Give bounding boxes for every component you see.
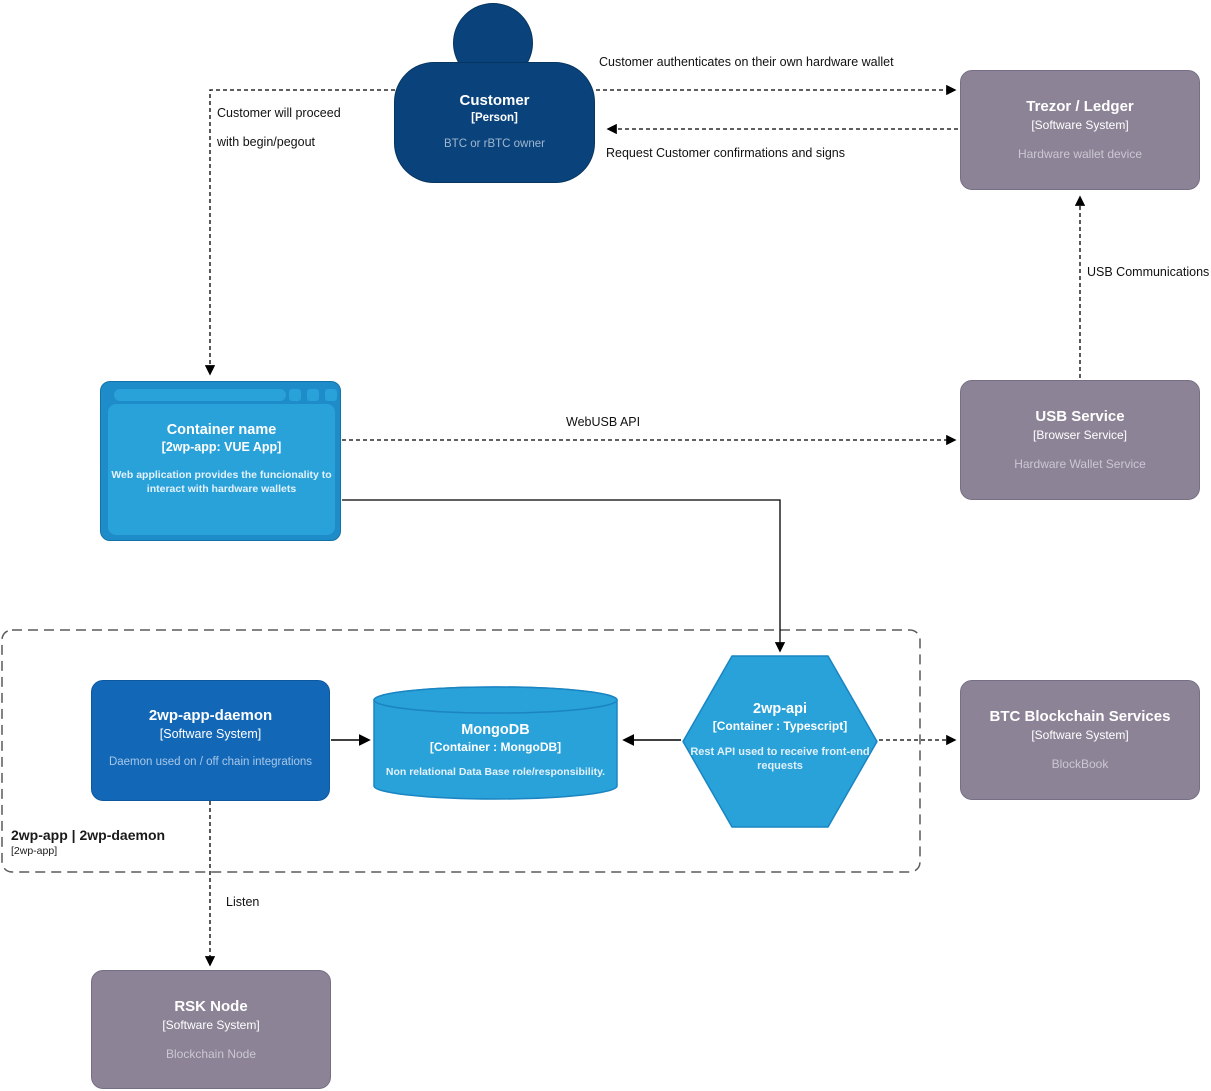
node-2wp-api: 2wp-api [Container : Typescript] Rest AP… <box>682 655 878 828</box>
node-type: [Container : MongoDB] <box>429 740 562 754</box>
edge-label-authenticate: Customer authenticates on their own hard… <box>599 55 894 69</box>
browser-window-button-icon <box>289 389 301 401</box>
node-description: Hardware wallet device <box>1017 147 1143 161</box>
node-description: Daemon used on / off chain integrations <box>108 756 313 768</box>
edge-label-request-confirm: Request Customer confirmations and signs <box>606 146 846 160</box>
node-2wp-app-daemon: 2wp-app-daemon [Software System] Daemon … <box>91 680 330 801</box>
node-description: Hardware Wallet Service <box>1014 457 1146 471</box>
node-description: Web application provides the funcionalit… <box>111 469 332 495</box>
edge-label-usb-communications: USB Communications <box>1087 265 1210 279</box>
edge-label-proceed-line1: Customer will proceed <box>217 106 341 120</box>
node-type: [Browser Service] <box>1032 428 1128 442</box>
node-description: BlockBook <box>1051 757 1109 771</box>
boundary-label: 2wp-app | 2wp-daemon [2wp-app] <box>11 827 165 857</box>
edge-label-proceed-line2: with begin/pegout <box>217 135 315 149</box>
node-title: 2wp-api <box>753 701 807 717</box>
node-title: Container name <box>166 422 277 438</box>
node-customer: Customer [Person] BTC or rBTC owner <box>394 62 595 183</box>
node-type: [Person] <box>471 112 518 124</box>
edge-webapp-to-api <box>342 499 786 653</box>
node-type: [Software System] <box>159 727 262 741</box>
node-type: [Software System] <box>1031 118 1129 132</box>
node-btc-blockchain-services: BTC Blockchain Services [Software System… <box>960 680 1200 800</box>
node-trezor-ledger: Trezor / Ledger [Software System] Hardwa… <box>960 70 1200 190</box>
node-type: [Container : Typescript] <box>712 719 848 733</box>
node-title: Trezor / Ledger <box>1026 98 1134 115</box>
node-title: Customer <box>459 92 530 109</box>
node-type: [Software System] <box>162 1018 260 1032</box>
node-title: MongoDB <box>461 722 530 738</box>
browser-window-button-icon <box>325 389 337 401</box>
edge-label-listen: Listen <box>226 895 260 909</box>
node-type: [2wp-app: VUE App] <box>161 440 282 454</box>
node-usb-service: USB Service [Browser Service] Hardware W… <box>960 380 1200 500</box>
browser-address-bar-icon <box>114 389 286 401</box>
browser-window-button-icon <box>307 389 319 401</box>
boundary-type: [2wp-app] <box>11 845 58 857</box>
browser-content-panel: Container name [2wp-app: VUE App] Web ap… <box>108 404 335 535</box>
node-title: USB Service <box>1035 408 1125 425</box>
boundary-title: 2wp-app | 2wp-daemon <box>11 827 166 843</box>
node-web-app-container: Container name [2wp-app: VUE App] Web ap… <box>100 381 341 541</box>
edge-label-webusb-api: WebUSB API <box>566 415 641 429</box>
node-rsk-node: RSK Node [Software System] Blockchain No… <box>91 970 331 1089</box>
edge-customer-to-webapp <box>204 89 395 376</box>
node-description: Non relational Data Base role/responsibi… <box>385 766 606 778</box>
node-mongodb: MongoDB [Container : MongoDB] Non relati… <box>373 686 618 800</box>
node-description: BTC or rBTC owner <box>444 138 545 150</box>
node-title: 2wp-app-daemon <box>148 707 273 724</box>
node-title: BTC Blockchain Services <box>989 708 1171 725</box>
node-title: RSK Node <box>174 998 248 1015</box>
node-description: Blockchain Node <box>165 1047 257 1061</box>
node-type: [Software System] <box>1031 728 1129 742</box>
node-description: Rest API used to receive front-end reque… <box>690 746 870 773</box>
